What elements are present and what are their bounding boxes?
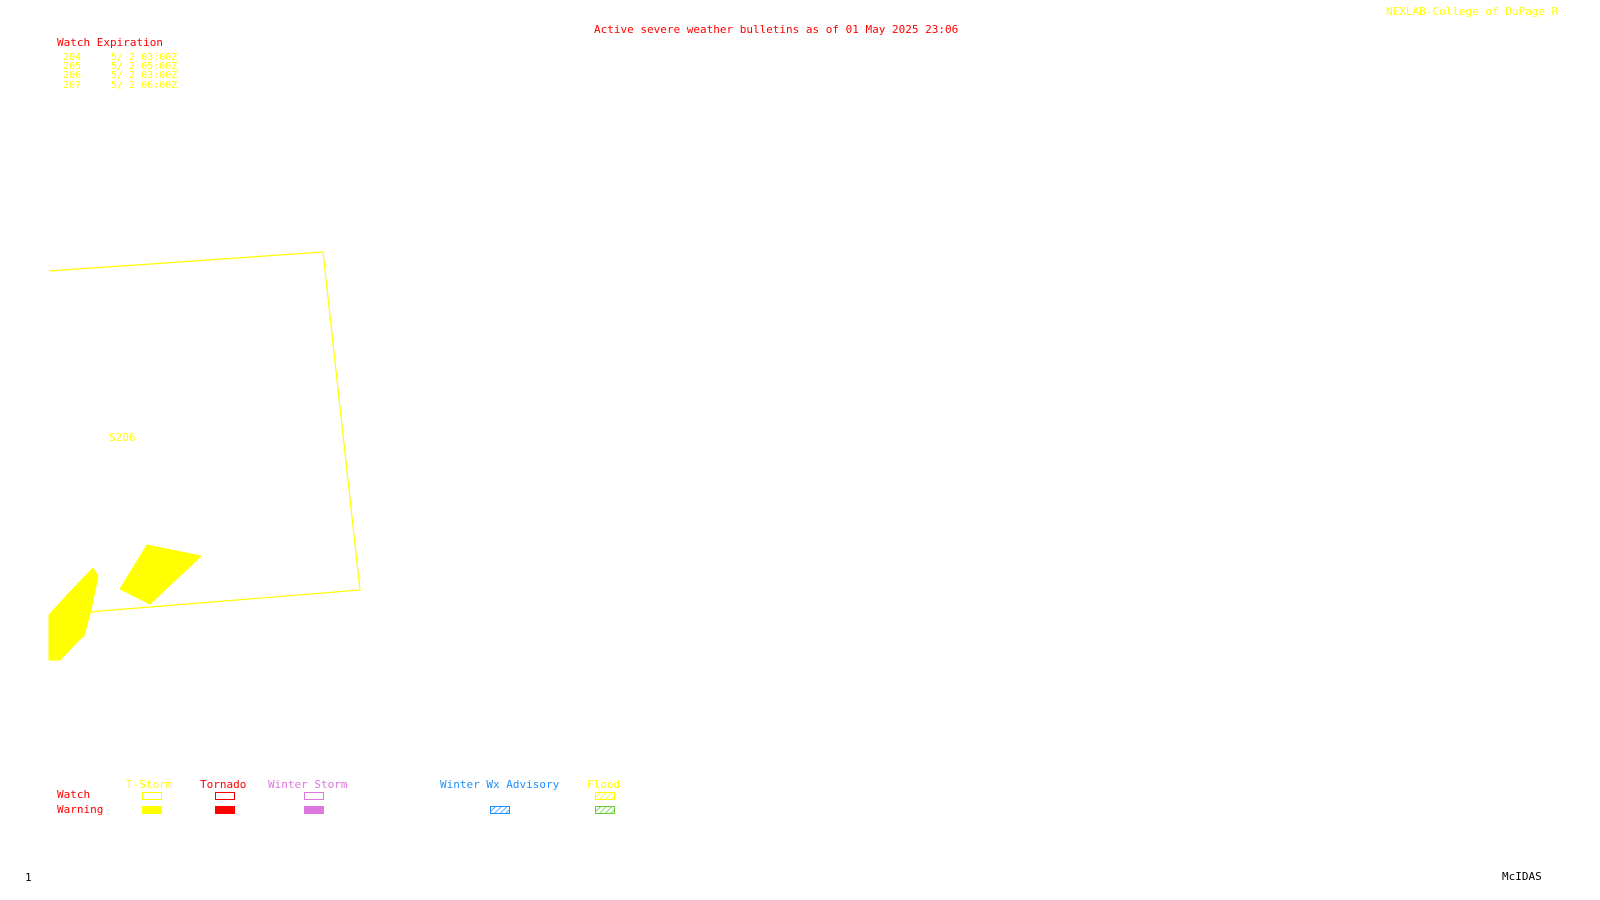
- tstorm-warning-polygon: [119, 544, 203, 605]
- watch-number: 205: [63, 61, 82, 72]
- legend-row-warning-label: Warning: [57, 803, 104, 816]
- bulletin-title: Active severe weather bulletins as of 01…: [594, 23, 959, 36]
- legend-flood-warning-swatch: [595, 806, 615, 814]
- watch-expiry-time: 5/ 2 05:00Z: [111, 61, 178, 72]
- watch-expiry-time: 5/ 2 06:00Z: [111, 80, 178, 91]
- legend-winter-storm-warning-swatch: [304, 806, 324, 814]
- legend-winter-advisory-label: Winter Wx Advisory: [440, 778, 560, 791]
- legend-tstorm-warning-swatch: [142, 806, 162, 814]
- legend-flood-watch-swatch: [595, 792, 615, 800]
- frame-number: 1: [25, 871, 32, 884]
- watch-box-s206: [48, 251, 361, 613]
- tstorm-warning-polygon: [48, 567, 99, 661]
- watch-box-label: S206: [109, 431, 136, 444]
- watch-expiration-heading: Watch Expiration: [57, 36, 163, 49]
- legend-row-watch-label: Watch: [57, 788, 91, 801]
- legend-flood-label: Flood: [587, 778, 621, 791]
- legend-tornado-label: Tornado: [200, 778, 247, 791]
- legend-winter-storm-label: Winter Storm: [268, 778, 348, 791]
- legend-winter-advisory-swatch: [490, 806, 510, 814]
- legend-tstorm-label: T-Storm: [126, 778, 173, 791]
- watch-expiry-time: 5/ 2 03:00Z: [111, 70, 178, 81]
- watch-number: 207: [63, 80, 82, 91]
- watch-number: 204: [63, 52, 82, 63]
- software-credit: McIDAS: [1502, 870, 1542, 883]
- watch-expiry-time: 5/ 2 03:00Z: [111, 52, 178, 63]
- source-credit: NEXLAB-College of DuPage R: [1386, 5, 1559, 18]
- legend-winter-storm-watch-swatch: [304, 792, 324, 800]
- legend-tornado-warning-swatch: [215, 806, 235, 814]
- legend-tornado-watch-swatch: [215, 792, 235, 800]
- watch-number: 206: [63, 70, 82, 81]
- legend-tstorm-watch-swatch: [142, 792, 162, 800]
